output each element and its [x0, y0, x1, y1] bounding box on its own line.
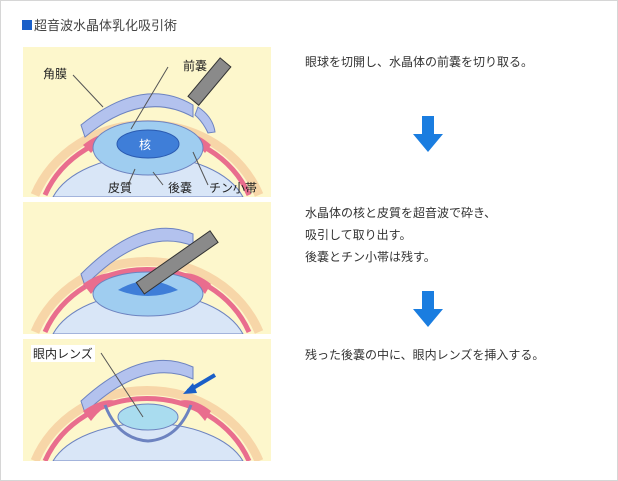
- step-2-line: 吸引して取り出す。: [305, 228, 412, 242]
- label-zonule: チン小帯: [209, 181, 258, 195]
- step-1-description: 眼球を切開し、水晶体の前嚢を切り取る。: [305, 51, 533, 73]
- eye-diagram-3: [30, 352, 264, 461]
- step-2-description: 水晶体の核と皮質を超音波で砕き、 吸引して取り出す。 後嚢とチン小帯は残す。: [305, 202, 496, 268]
- eye-diagram-1: [30, 57, 264, 197]
- eye-diagram-2: [30, 227, 264, 334]
- diagram-step-2: [23, 202, 271, 334]
- step-2-line: 後嚢とチン小帯は残す。: [305, 250, 436, 264]
- label-intraocular-lens: 眼内レンズ: [31, 345, 95, 362]
- square-bullet-icon: [22, 19, 32, 30]
- down-arrow-icon: [413, 291, 443, 327]
- down-arrow-icon: [413, 116, 443, 152]
- diagram-step-1: 角膜 前嚢 核 皮質 後嚢 チン小帯: [23, 47, 271, 197]
- step-3-line: 残った後嚢の中に、眼内レンズを挿入する。: [305, 348, 545, 362]
- label-cornea: 角膜: [43, 67, 68, 81]
- label-nucleus: 核: [139, 138, 152, 152]
- label-cortex: 皮質: [108, 181, 133, 195]
- title-text: 超音波水晶体乳化吸引術: [34, 19, 178, 34]
- step-2-line: 水晶体の核と皮質を超音波で砕き、: [305, 206, 497, 220]
- diagram-step-3: 眼内レンズ: [23, 339, 271, 461]
- label-posterior-capsule: 後嚢: [168, 181, 193, 195]
- step-1-line: 眼球を切開し、水晶体の前嚢を切り取る。: [305, 55, 534, 69]
- step-3-description: 残った後嚢の中に、眼内レンズを挿入する。: [305, 344, 544, 366]
- page-title: 超音波水晶体乳化吸引術: [22, 15, 177, 34]
- label-anterior-capsule: 前嚢: [183, 59, 208, 73]
